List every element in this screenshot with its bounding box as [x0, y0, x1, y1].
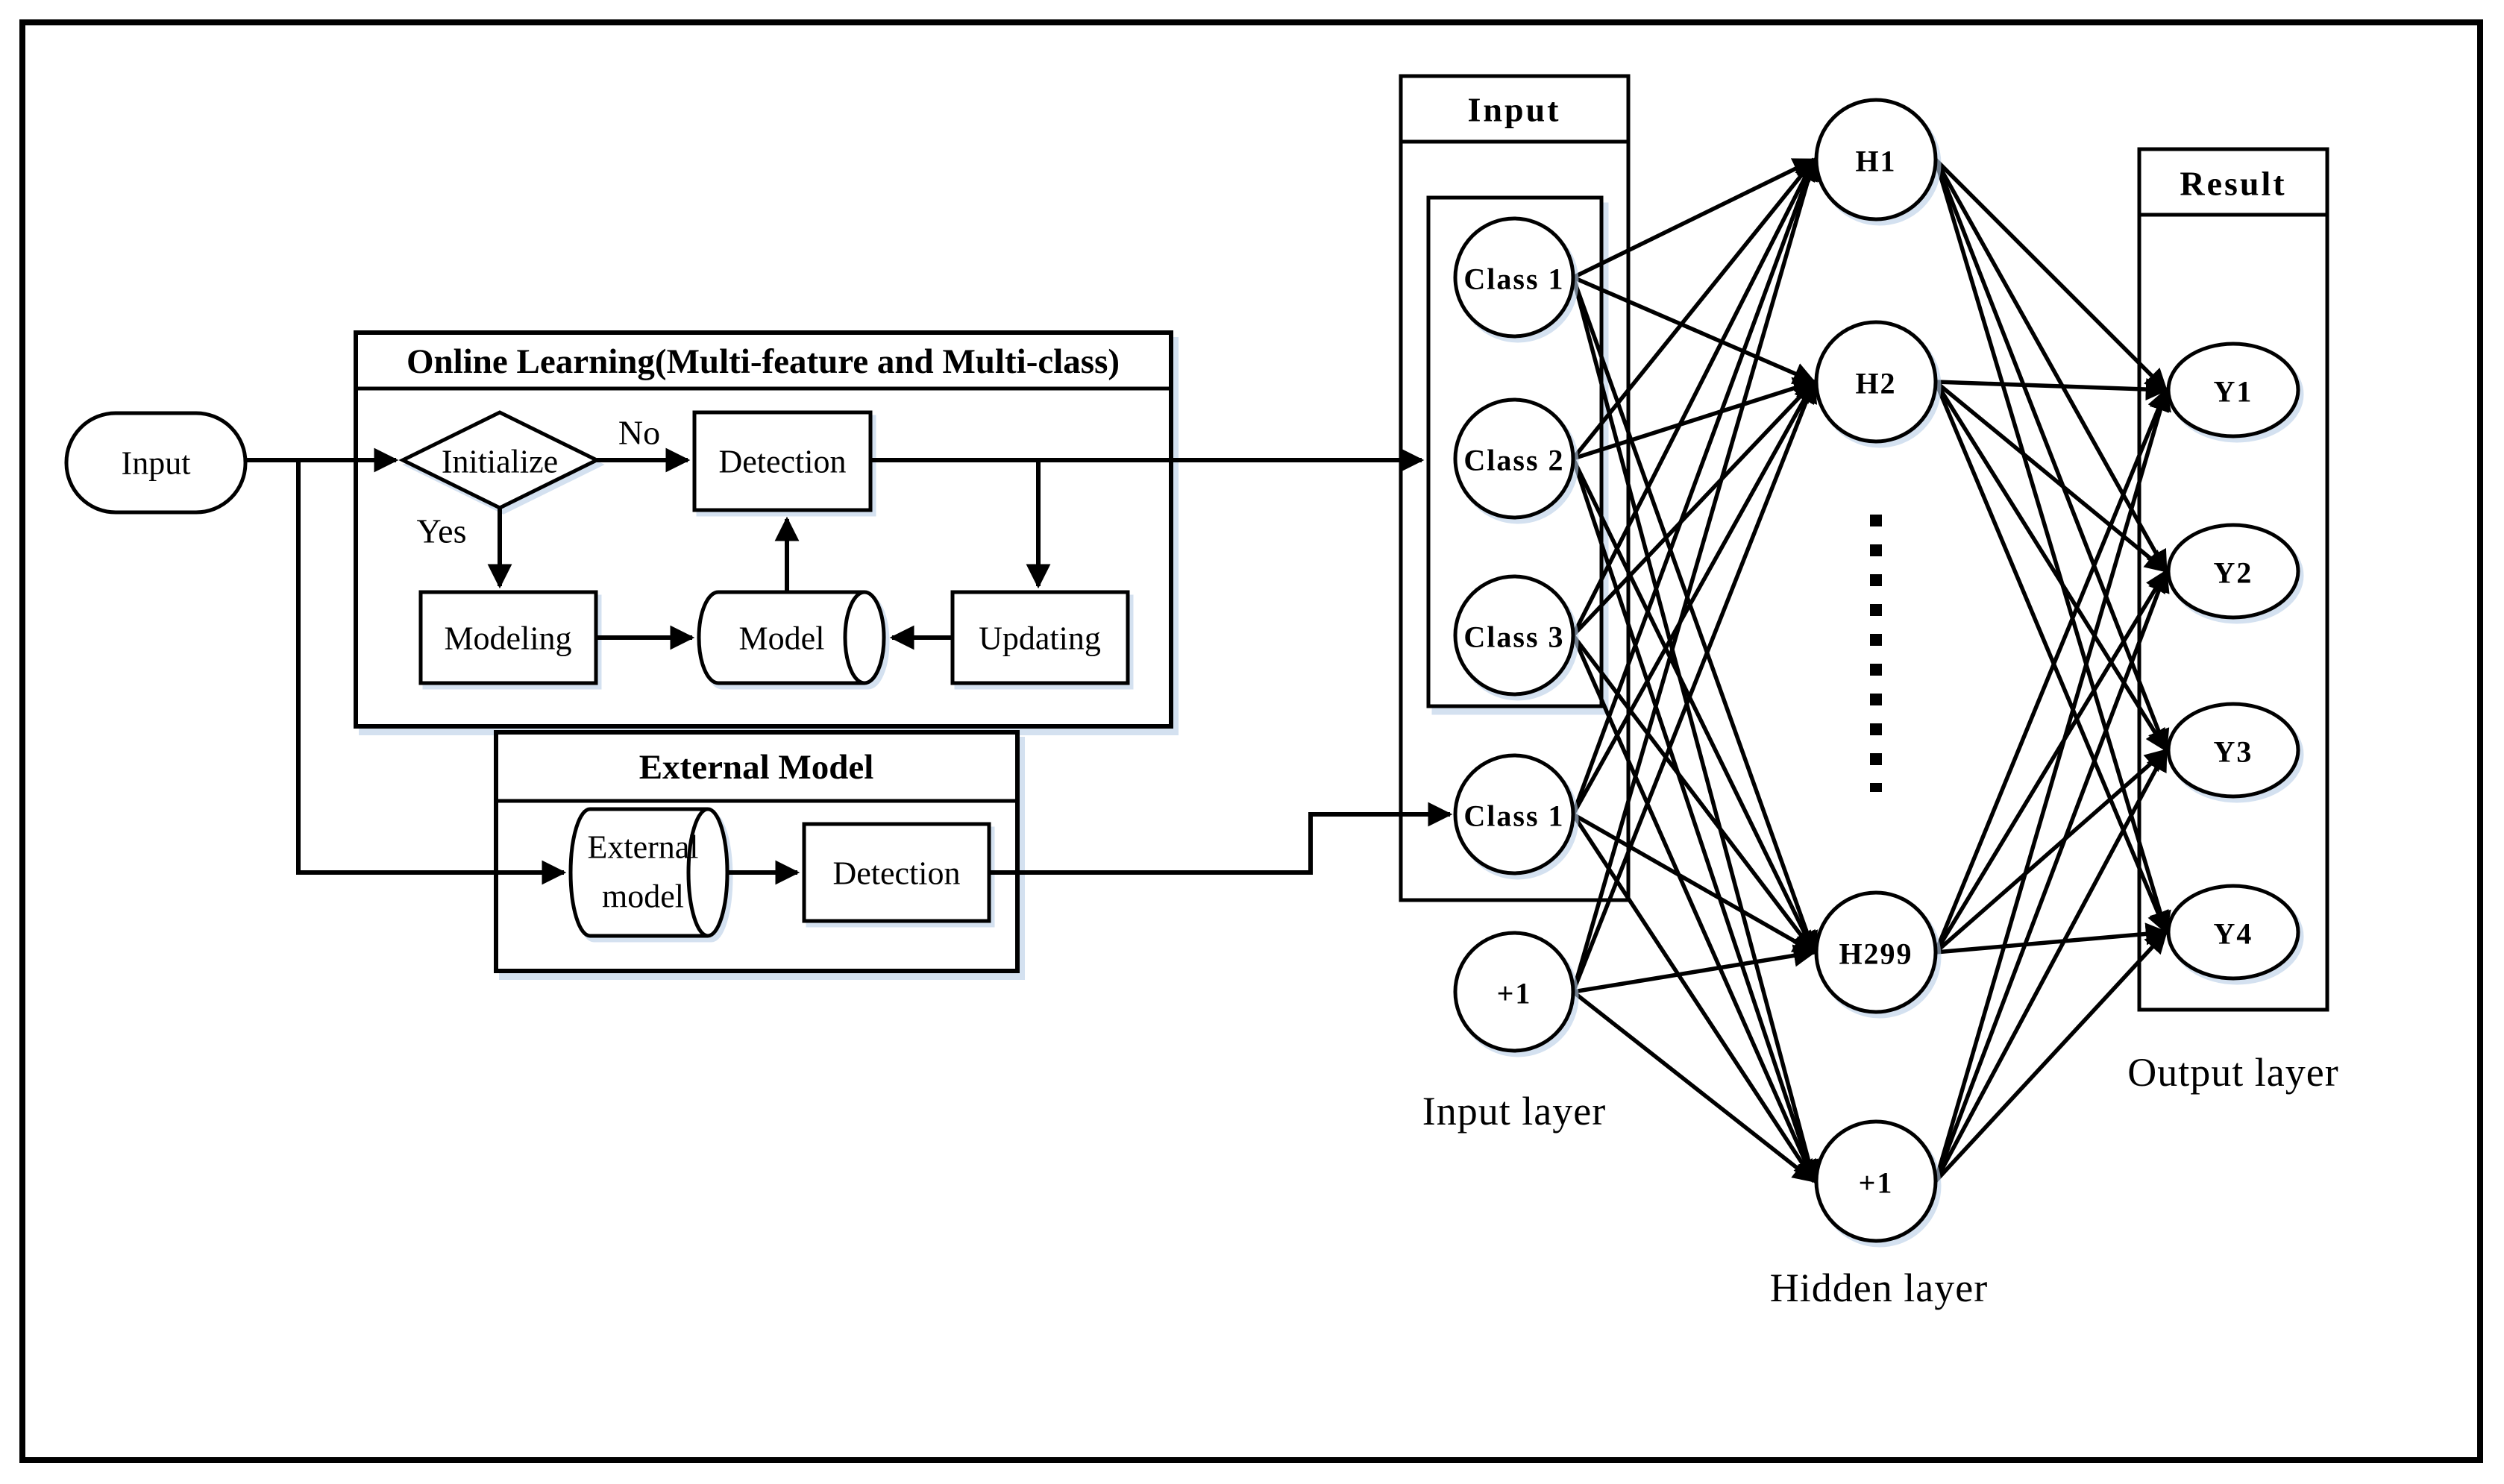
- input-node-class1-external-label: Class 1: [1463, 799, 1564, 833]
- input-node-class3: [1453, 574, 1575, 697]
- input-node-class3-label: Class 3: [1463, 620, 1564, 654]
- input-node-class1-label: Class 1: [1463, 262, 1564, 296]
- hidden-node-h299-label: H299: [1839, 937, 1912, 971]
- nn-edge-layer: [1571, 157, 2171, 1183]
- nn-edge: [1571, 380, 1816, 816]
- updating-box: [950, 590, 1130, 685]
- hidden-node-h299: [1814, 890, 1938, 1014]
- nn-edge: [1571, 277, 1819, 955]
- hidden-node-h1-label: H1: [1855, 145, 1896, 178]
- updating-label: Updating: [979, 620, 1101, 657]
- arrow-external-detection-to-class1: [989, 802, 1453, 875]
- nn-input-title: Input: [1468, 91, 1561, 129]
- output-node-y4: [2166, 884, 2300, 981]
- output-node-y1: [2166, 342, 2300, 438]
- nn-edge: [1933, 159, 2170, 752]
- hidden-node-h2-label: H2: [1855, 367, 1896, 400]
- nn-edge: [1933, 569, 2170, 1182]
- modeling-box: [418, 590, 598, 685]
- output-layer-caption: Output layer: [2127, 1050, 2338, 1095]
- input-node-class1-external: [1453, 753, 1575, 875]
- nn-edge: [1935, 377, 2169, 401]
- nn-edge: [1572, 377, 1816, 461]
- start-node-label: Input: [122, 445, 191, 482]
- model-cylinder-seam: [843, 590, 865, 685]
- nn-edge: [1572, 944, 1816, 994]
- nn-result-title: Result: [2180, 165, 2286, 203]
- nn-edge: [1933, 380, 2168, 752]
- nn-edge: [1572, 812, 1816, 955]
- nn-edge: [1571, 458, 1819, 1183]
- output-node-y4-label: Y4: [2214, 917, 2253, 951]
- input-node-class1: [1453, 216, 1575, 339]
- output-node-y3: [2166, 702, 2300, 799]
- output-node-y3-label: Y3: [2214, 735, 2253, 769]
- input-node-bias-label: +1: [1497, 977, 1532, 1010]
- nn-edge: [1935, 922, 2169, 955]
- nn-edge: [1572, 157, 1816, 280]
- nn-edge: [1571, 157, 1816, 460]
- detection-label: Detection: [718, 444, 846, 480]
- initialize-decision-label: Initialize: [442, 444, 558, 480]
- model-label: Model: [739, 620, 825, 657]
- nn-edge: [1571, 157, 1816, 637]
- nn-edge: [1933, 388, 2171, 1182]
- nn-edge: [1933, 930, 2168, 1183]
- branch-yes-label: Yes: [417, 512, 467, 550]
- external-model-cylinder-label-2: model: [602, 878, 684, 915]
- hidden-node-bias: [1814, 1119, 1938, 1243]
- nn-edge: [1571, 380, 1818, 993]
- modeling-label: Modeling: [444, 620, 571, 657]
- nn-edge: [1571, 277, 1820, 1183]
- input-node-bias: [1453, 931, 1575, 1053]
- hidden-node-h1: [1814, 98, 1938, 221]
- nn-edge: [1571, 157, 1818, 815]
- arrow-input-to-external-model: [296, 460, 567, 885]
- output-node-y2: [2166, 523, 2300, 620]
- nn-edge: [1572, 990, 1816, 1183]
- branch-no-label: No: [618, 414, 660, 452]
- nn-edge: [1933, 159, 2171, 934]
- nn-edge: [1934, 158, 2168, 392]
- detection-box: [692, 410, 873, 512]
- page-border: [19, 19, 2483, 1463]
- hidden-node-bias-label: +1: [1859, 1166, 1894, 1200]
- input-node-class2: [1453, 397, 1575, 520]
- hidden-node-h2: [1814, 320, 1938, 444]
- nn-edge: [1571, 634, 1816, 955]
- online-learning-title: Online Learning(Multi-feature and Multi-…: [407, 342, 1120, 381]
- external-detection-label: Detection: [832, 855, 960, 892]
- input-layer-caption: Input layer: [1422, 1089, 1606, 1134]
- nn-edge: [1934, 748, 2168, 955]
- output-node-y1-label: Y1: [2214, 375, 2253, 409]
- nn-edge: [1933, 748, 2168, 1183]
- nn-edge: [1933, 388, 2169, 954]
- external-model-cylinder-label-1: External: [587, 829, 698, 866]
- external-model-cylinder-shape: [568, 807, 729, 938]
- input-node-class2-label: Class 2: [1463, 444, 1564, 477]
- nn-edge: [1571, 157, 1819, 993]
- external-detection-box: [802, 822, 991, 923]
- hidden-layer-caption: Hidden layer: [1770, 1266, 1988, 1310]
- nn-edge: [1934, 380, 2168, 573]
- start-node-shape: [64, 411, 248, 515]
- nn-edge: [1571, 634, 1816, 1183]
- nn-edge: [1933, 569, 2168, 954]
- output-node-y2-label: Y2: [2214, 556, 2253, 590]
- nn-edge: [1571, 813, 1816, 1183]
- nn-edge: [1572, 275, 1816, 385]
- nn-edge: [1933, 380, 2169, 934]
- external-model-cylinder-seam: [686, 807, 709, 938]
- nn-edge: [1572, 380, 1816, 637]
- nn-edge: [1571, 457, 1816, 955]
- nn-edge: [1933, 158, 2168, 573]
- external-model-title: External Model: [639, 748, 874, 787]
